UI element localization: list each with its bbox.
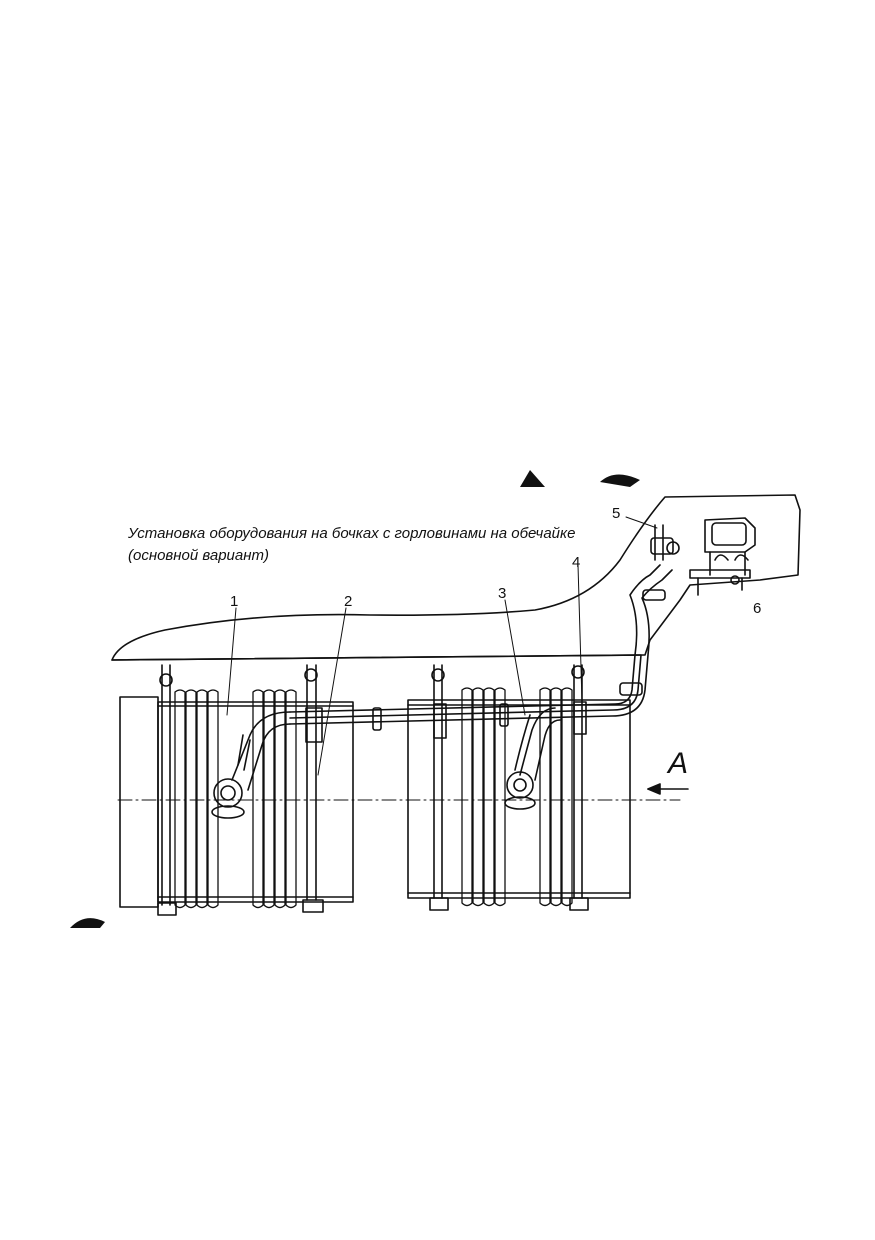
equipment-box	[689, 517, 756, 596]
callout-6: 6	[753, 600, 761, 617]
pipe-clamps	[305, 589, 666, 743]
barrel-left	[119, 696, 354, 908]
callout-4: 4	[572, 554, 580, 571]
main-pipe	[289, 564, 673, 725]
callout-5: 5	[612, 505, 620, 522]
scan-artifact-left	[70, 918, 105, 928]
view-label-a: A	[666, 747, 688, 780]
tank-shell-outline	[111, 494, 801, 661]
callout-leaders	[226, 516, 658, 776]
left-drop-pipe	[231, 711, 291, 791]
scan-artifact-top	[520, 470, 640, 487]
bellows-left-2	[252, 689, 297, 909]
bellows-right-2	[539, 687, 573, 907]
right-manhole-fitting	[504, 771, 536, 810]
callout-3: 3	[498, 585, 506, 602]
left-manhole-fitting	[211, 778, 245, 819]
right-drop-pipe	[514, 707, 561, 781]
bellows-right-1	[461, 687, 506, 907]
bellows-left-1	[174, 689, 219, 909]
callout-2: 2	[344, 593, 352, 610]
callout-1: 1	[230, 593, 238, 610]
riser-pipe	[650, 524, 680, 561]
caption-line-1: Установка оборудования на бочках с горло…	[127, 525, 575, 542]
caption-line-2: (основной вариант)	[128, 547, 269, 564]
view-arrow-a	[647, 783, 689, 795]
